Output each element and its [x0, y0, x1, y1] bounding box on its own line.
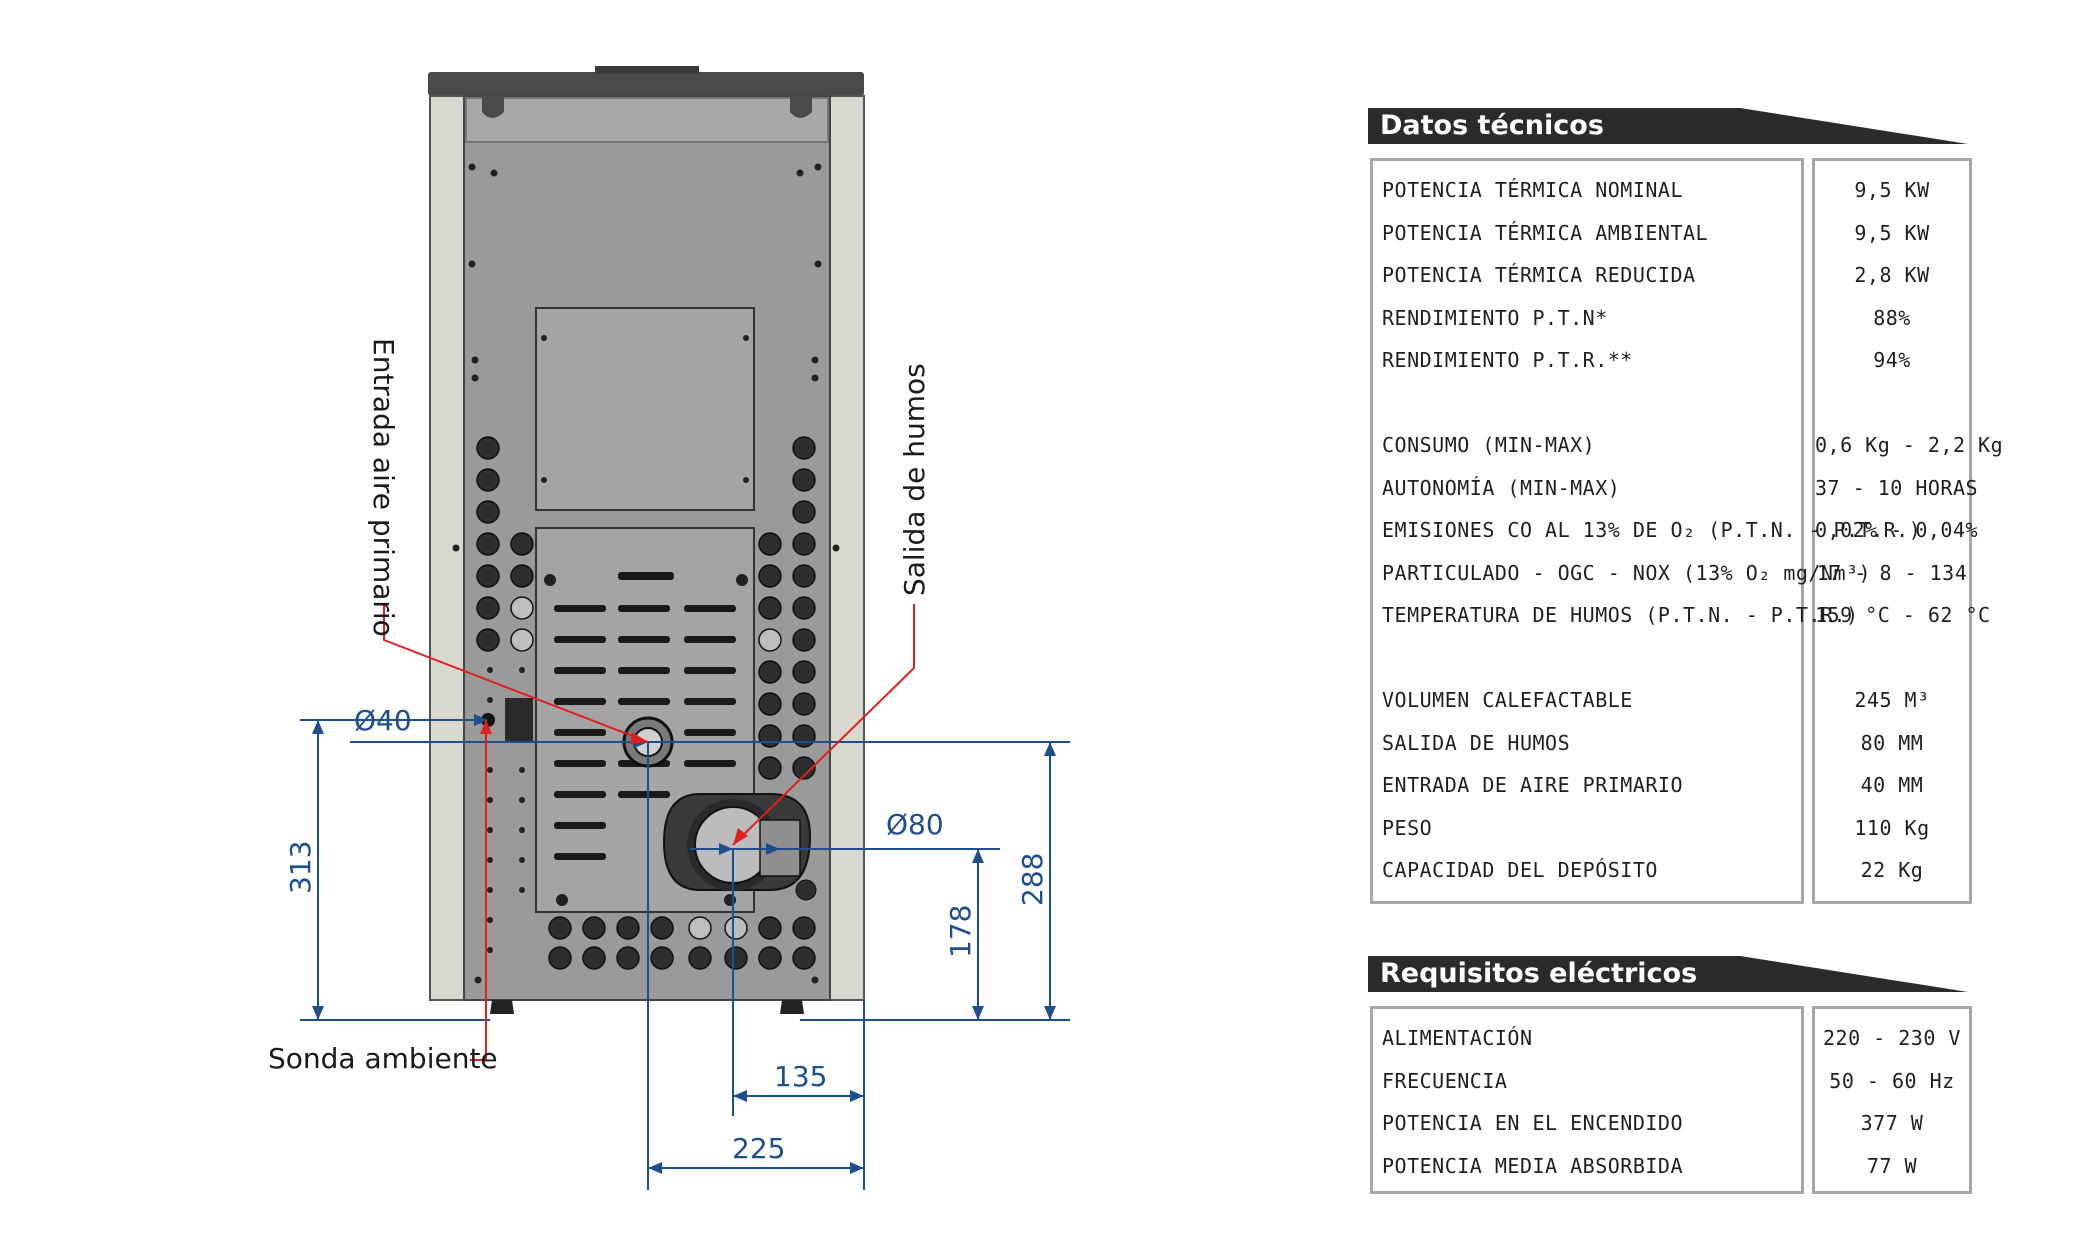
spec-value: 0,02% - 0,04%: [1815, 518, 1979, 542]
spec-value: 40 MM: [1860, 773, 1924, 797]
spec-value: 94%: [1873, 348, 1911, 372]
left-side-panel: [429, 95, 467, 1001]
technical-data-title: Datos técnicos: [1380, 110, 1604, 141]
spec-label: RENDIMIENTO P.T.R.**: [1382, 348, 1633, 372]
dimension-lines: [300, 719, 1070, 1190]
callout-flue-outlet: Salida de humos: [898, 363, 931, 596]
dim-air-offset: 225: [732, 1132, 785, 1165]
spec-value: 9,5 KW: [1854, 220, 1930, 245]
spec-label: POTENCIA TÉRMICA AMBIENTAL: [1382, 220, 1709, 245]
rivet-dots: [487, 667, 525, 953]
spec-value: 377 W: [1860, 1111, 1924, 1135]
electrical-header-shape: [1368, 956, 1968, 992]
spec-label: FRECUENCIA: [1382, 1068, 1508, 1093]
spec-value: 2,8 KW: [1854, 263, 1930, 287]
technical-data-header: Datos técnicos: [1368, 108, 1968, 144]
spec-label: CONSUMO (MIN-MAX): [1382, 433, 1596, 457]
spec-value: 220 - 230 V: [1823, 1026, 1961, 1050]
technical-data-table: POTENCIA TÉRMICA NOMINAL 9,5 KW POTENCIA T…: [1368, 158, 2004, 958]
left-vent-holes: [476, 436, 534, 652]
hinge-left: [482, 96, 504, 118]
right-vent-holes: [758, 436, 816, 780]
spec-label: PESO: [1382, 815, 1433, 840]
spec-label: VOLUMEN CALEFACTABLE: [1382, 688, 1633, 712]
callout-ambient-probe: Sonda ambiente: [268, 1042, 498, 1075]
spec-value: 245 M³: [1854, 688, 1930, 712]
panel-screws: [452, 163, 840, 984]
spec-label: POTENCIA EN EL ENCENDIDO: [1382, 1111, 1683, 1135]
callout-arrows: [480, 720, 748, 845]
spec-label: CAPACIDAD DEL DEPÓSITO: [1382, 858, 1658, 882]
spec-label: AUTONOMÍA (MIN-MAX): [1382, 475, 1621, 500]
vent-slots: [554, 572, 736, 860]
spec-label: POTENCIA MEDIA ABSORBIDA: [1382, 1153, 1683, 1178]
spec-value: 37 - 10 HORAS: [1815, 475, 1979, 500]
spec-label: ALIMENTACIÓN: [1382, 1026, 1533, 1050]
spec-value: 0,6 Kg - 2,2 Kg: [1815, 433, 2004, 457]
fan-screw: [795, 879, 817, 901]
spec-label: SALIDA DE HUMOS: [1382, 730, 1571, 755]
stove-top-cap: [428, 72, 864, 96]
spec-label: TEMPERATURA DE HUMOS (P.T.N. - P.T.R.): [1382, 603, 1859, 627]
spec-label: PARTICULADO - OGC - NOX (13% O₂ mg/Nm³): [1382, 560, 1872, 585]
dim-air-center-height: 288: [1016, 853, 1049, 906]
upper-panel-screws: [541, 335, 749, 483]
top-lid-panel: [465, 97, 829, 143]
foot-left: [490, 1000, 514, 1014]
spec-label: EMISIONES CO AL 13% DE O₂ (P.T.N. - P.T.…: [1382, 518, 1922, 542]
electrical-label-column-box: [1370, 1006, 1804, 1194]
electrical-title: Requisitos eléctricos: [1380, 958, 1698, 989]
stove-rear-view-drawing: Ø40 Ø80 313 178 288 135 225 Entrada aire…: [268, 66, 1070, 1190]
dim-flue-offset: 135: [774, 1060, 827, 1093]
spec-value: 80 MM: [1860, 730, 1924, 755]
spec-value: 77 W: [1866, 1153, 1918, 1178]
spec-value: 9,5 KW: [1854, 178, 1930, 202]
value-column-box: [1812, 158, 1972, 904]
bottom-vent-holes: [548, 916, 816, 970]
callout-leaders: [383, 604, 915, 1061]
dim-flue-diameter: Ø80: [886, 808, 944, 841]
stove-top-tab: [595, 66, 699, 74]
technical-data-block: Datos técnicos POTENCIA TÉRMICA NOMINAL 9…: [1368, 108, 2003, 908]
probe-socket: [505, 698, 533, 742]
spec-value: 22 Kg: [1860, 858, 1924, 882]
electrical-value-column-box: [1812, 1006, 1972, 1194]
spec-label: ENTRADA DE AIRE PRIMARIO: [1382, 773, 1683, 797]
dim-air-diameter: Ø40: [354, 704, 412, 737]
spec-label: RENDIMIENTO P.T.N*: [1382, 305, 1608, 330]
dim-flue-height: 178: [944, 905, 977, 958]
spec-value: 88%: [1873, 305, 1911, 330]
hinge-right: [790, 96, 812, 118]
spec-value: 110 Kg: [1854, 815, 1930, 840]
electrical-table: ALIMENTACIÓN 220 - 230 V FRECUENCIA 50 - 60…: [1368, 1006, 1972, 1256]
electrical-block: Requisitos eléctricos ALIMENTACIÓN 220 - …: [1368, 956, 1972, 1206]
spec-value: 50 - 60 Hz: [1829, 1068, 1955, 1093]
spec-value: 17 - 8 - 134: [1816, 560, 1968, 585]
label-column-box: [1370, 158, 1804, 904]
spec-label: POTENCIA TÉRMICA REDUCIDA: [1382, 263, 1696, 287]
spec-label: POTENCIA TÉRMICA NOMINAL: [1382, 178, 1683, 202]
electrical-header: Requisitos eléctricos: [1368, 956, 1968, 992]
callout-air-intake: Entrada aire primario: [367, 338, 400, 637]
header-bar-shape: [1368, 108, 1968, 144]
dim-air-height: 313: [284, 841, 317, 894]
upper-inspection-panel: [535, 307, 755, 511]
foot-right: [780, 1000, 804, 1014]
spec-value: 159 °C - 62 °C: [1815, 603, 1991, 627]
